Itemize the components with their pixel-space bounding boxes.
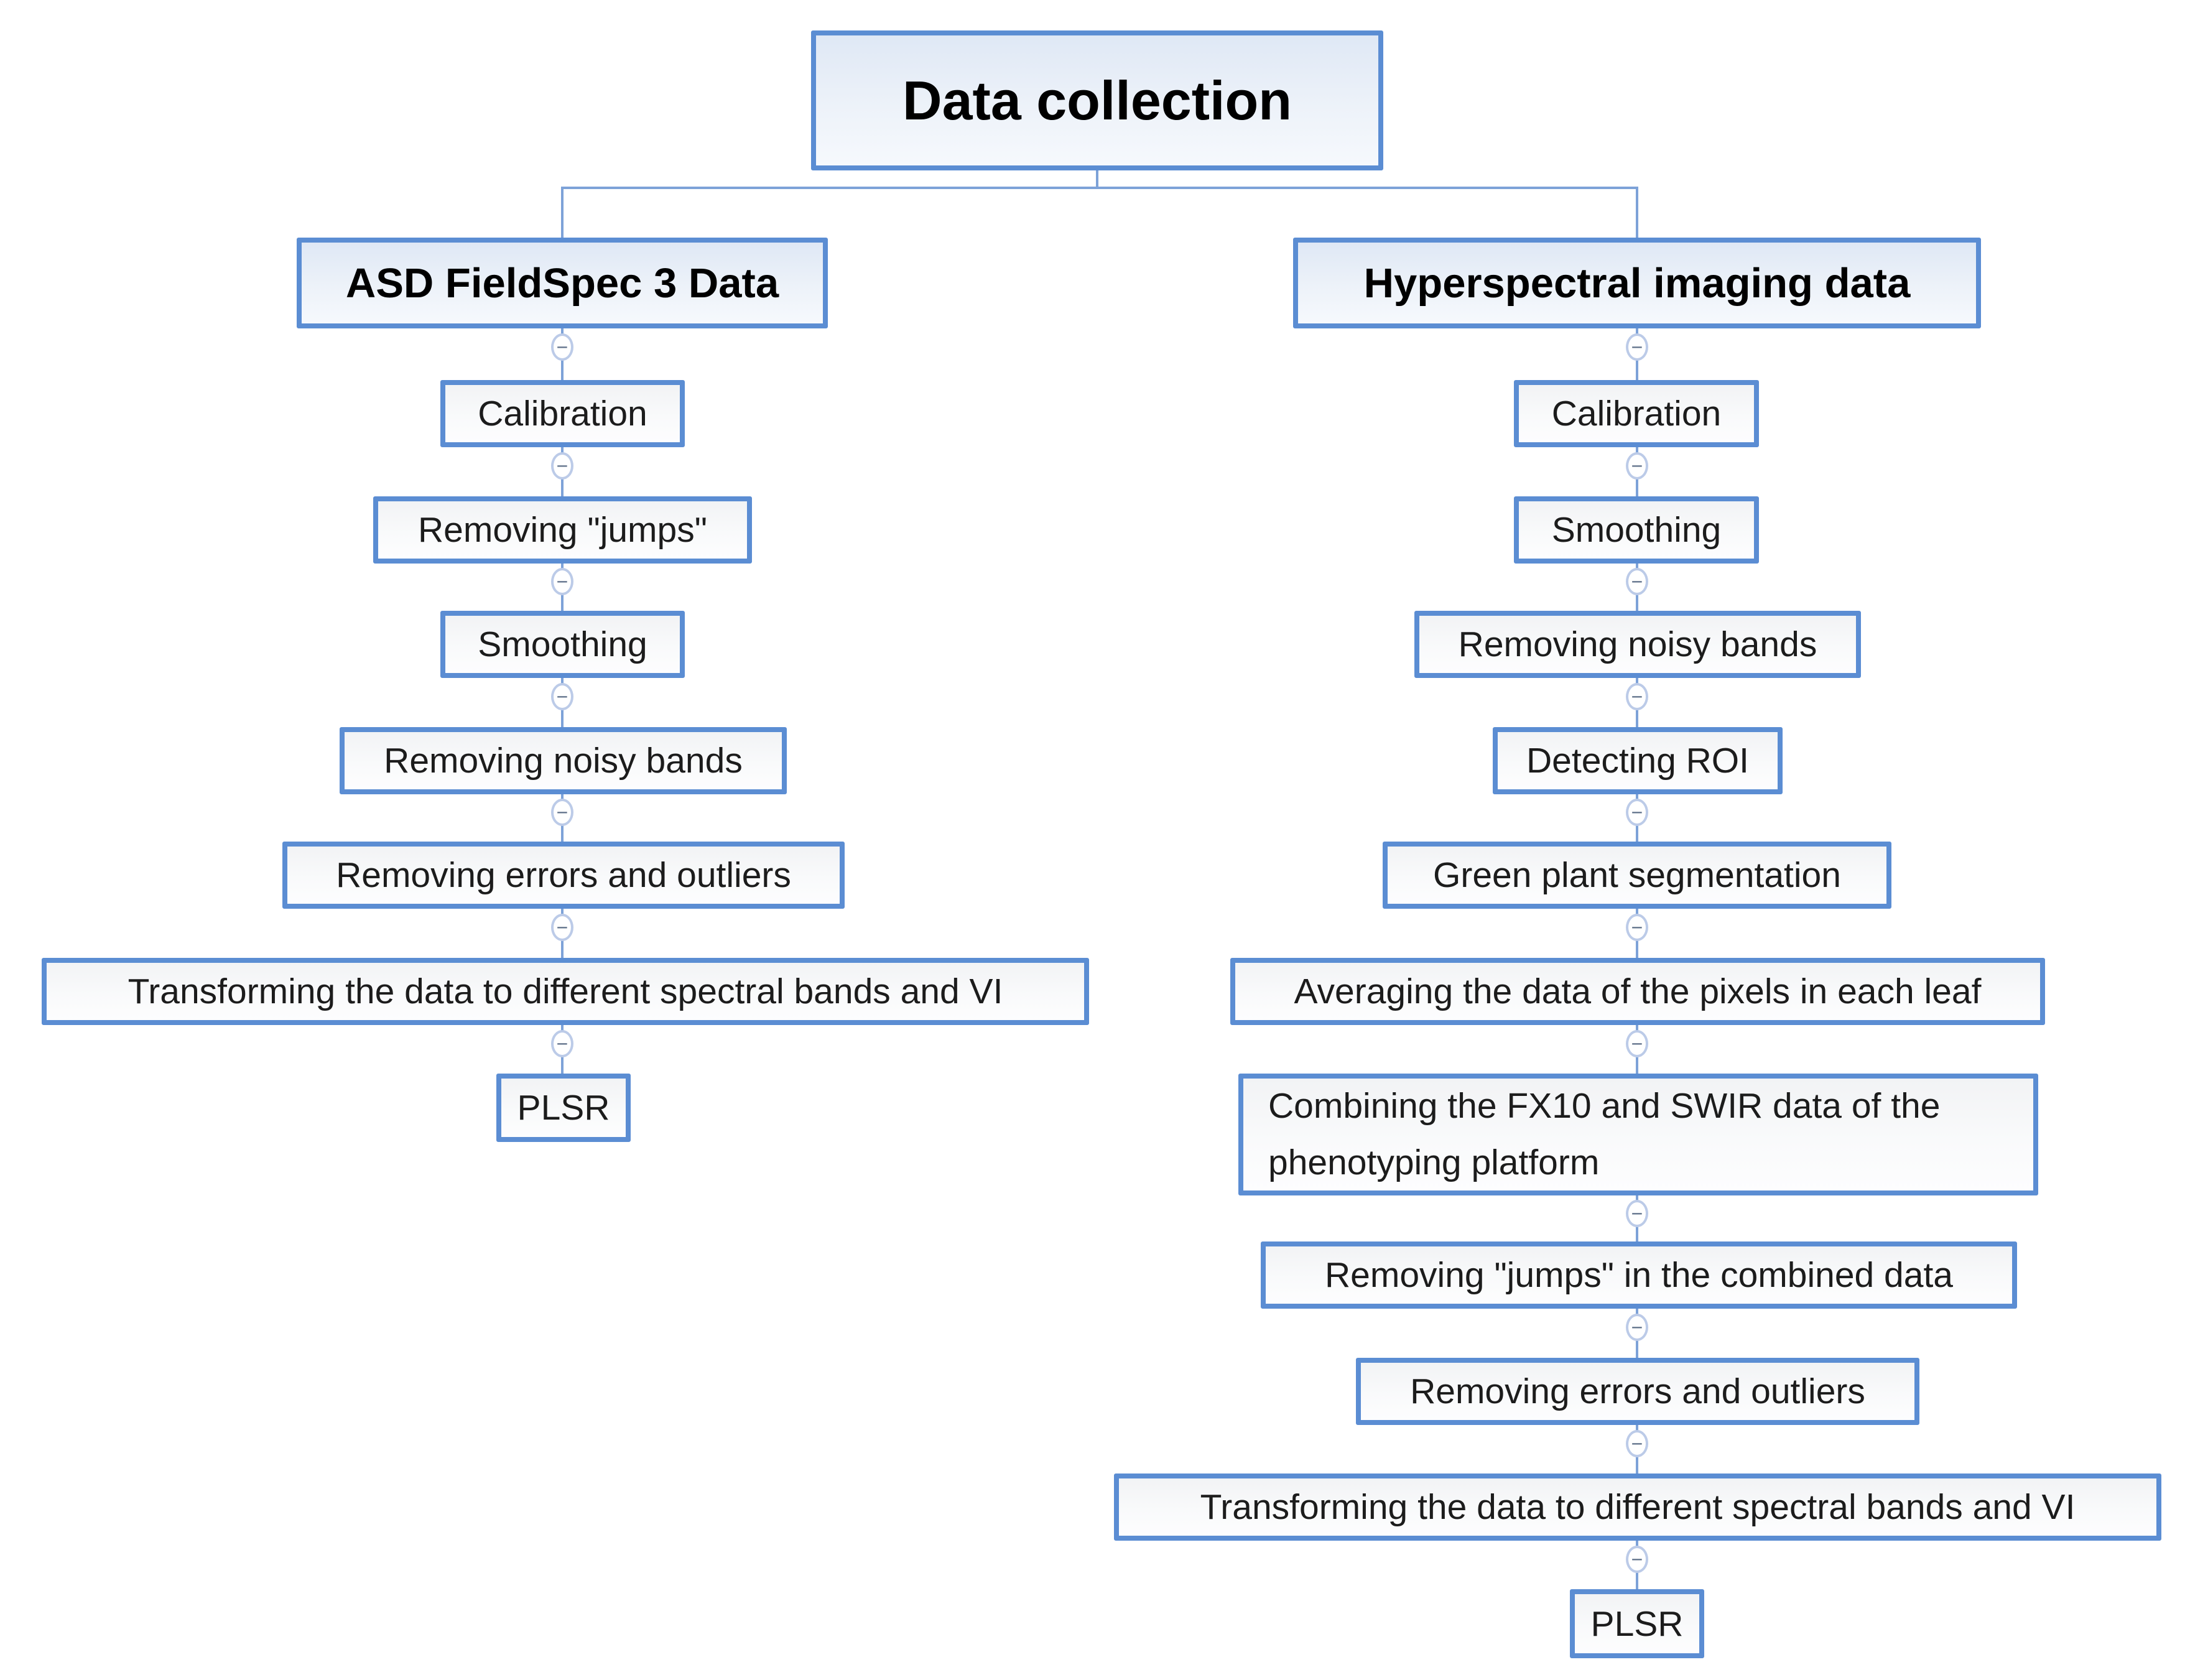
minus-icon: − — [556, 336, 568, 358]
minus-icon: − — [556, 801, 568, 824]
collapse-toggle-icon[interactable]: − — [1626, 1314, 1648, 1341]
minus-icon: − — [556, 1033, 568, 1055]
node-hsi-removing-errors-outliers: Removing errors and outliers — [1356, 1358, 1919, 1425]
connector-line — [561, 187, 1638, 189]
minus-icon: − — [1631, 1202, 1643, 1225]
minus-icon: − — [1631, 1033, 1643, 1055]
collapse-toggle-icon[interactable]: − — [551, 914, 573, 941]
node-hsi-green-plant-segmentation: Green plant segmentation — [1383, 842, 1891, 909]
collapse-toggle-icon[interactable]: − — [1626, 1030, 1648, 1057]
step-label: Removing noisy bands — [1458, 624, 1817, 664]
minus-icon: − — [1631, 570, 1643, 593]
minus-icon: − — [1631, 1548, 1643, 1571]
node-hyperspectral-header-label: Hyperspectral imaging data — [1363, 259, 1911, 307]
step-label: Combining the FX10 and SWIR data of the … — [1268, 1085, 1941, 1182]
collapse-toggle-icon[interactable]: − — [551, 333, 573, 361]
node-hyperspectral-header: Hyperspectral imaging data — [1293, 238, 1981, 328]
collapse-toggle-icon[interactable]: − — [551, 683, 573, 710]
step-label: Smoothing — [478, 624, 647, 664]
minus-icon: − — [556, 916, 568, 939]
connector-line — [561, 187, 564, 239]
minus-icon: − — [556, 570, 568, 593]
node-asd-smoothing: Smoothing — [440, 611, 685, 678]
node-asd-removing-jumps: Removing "jumps" — [373, 496, 752, 564]
minus-icon: − — [1631, 916, 1643, 939]
minus-icon: − — [1631, 685, 1643, 708]
node-hsi-detecting-roi: Detecting ROI — [1493, 727, 1783, 794]
collapse-toggle-icon[interactable]: − — [1626, 333, 1648, 361]
node-hsi-removing-jumps-combined: Removing "jumps" in the combined data — [1261, 1241, 2017, 1309]
node-data-collection-label: Data collection — [902, 69, 1292, 131]
collapse-toggle-icon[interactable]: − — [551, 1030, 573, 1057]
collapse-toggle-icon[interactable]: − — [1626, 1546, 1648, 1573]
step-label: Averaging the data of the pixels in each… — [1294, 972, 1982, 1011]
collapse-toggle-icon[interactable]: − — [1626, 1200, 1648, 1227]
step-label: PLSR — [517, 1088, 610, 1128]
node-hsi-averaging-pixels: Averaging the data of the pixels in each… — [1230, 958, 2045, 1025]
collapse-toggle-icon[interactable]: − — [1626, 683, 1648, 710]
minus-icon: − — [1631, 455, 1643, 477]
collapse-toggle-icon[interactable]: − — [551, 799, 573, 826]
step-label: Removing errors and outliers — [336, 855, 791, 895]
collapse-toggle-icon[interactable]: − — [551, 452, 573, 480]
node-hsi-smoothing: Smoothing — [1514, 496, 1759, 564]
collapse-toggle-icon[interactable]: − — [1626, 914, 1648, 941]
node-asd-transforming-bands-vi: Transforming the data to different spect… — [42, 958, 1089, 1025]
minus-icon: − — [1631, 336, 1643, 358]
connector-line — [1636, 187, 1638, 239]
step-label: Removing "jumps" — [418, 510, 707, 550]
step-label: Removing noisy bands — [384, 741, 743, 781]
collapse-toggle-icon[interactable]: − — [1626, 452, 1648, 480]
step-label: Detecting ROI — [1526, 741, 1749, 781]
step-label: Green plant segmentation — [1433, 855, 1841, 895]
node-hsi-calibration: Calibration — [1514, 380, 1759, 447]
step-label: Removing errors and outliers — [1410, 1371, 1865, 1411]
node-hsi-transforming-bands-vi: Transforming the data to different spect… — [1114, 1473, 2161, 1541]
step-label: Transforming the data to different spect… — [1200, 1487, 2076, 1527]
collapse-toggle-icon[interactable]: − — [551, 568, 573, 595]
minus-icon: − — [1631, 801, 1643, 824]
node-hsi-combining-fx10-swir: Combining the FX10 and SWIR data of the … — [1238, 1074, 2038, 1195]
collapse-toggle-icon[interactable]: − — [1626, 568, 1648, 595]
minus-icon: − — [556, 455, 568, 477]
minus-icon: − — [1631, 1432, 1643, 1455]
node-asd-fieldspec-header: ASD FieldSpec 3 Data — [297, 238, 828, 328]
minus-icon: − — [556, 685, 568, 708]
node-asd-removing-errors-outliers: Removing errors and outliers — [282, 842, 845, 909]
step-label: Calibration — [478, 394, 647, 434]
node-data-collection: Data collection — [811, 30, 1383, 170]
node-asd-fieldspec-header-label: ASD FieldSpec 3 Data — [345, 259, 779, 307]
step-label: Transforming the data to different spect… — [128, 972, 1003, 1011]
step-label: Removing "jumps" in the combined data — [1325, 1255, 1953, 1295]
collapse-toggle-icon[interactable]: − — [1626, 799, 1648, 826]
node-hsi-plsr: PLSR — [1570, 1589, 1704, 1658]
node-hsi-removing-noisy-bands: Removing noisy bands — [1414, 611, 1861, 678]
node-asd-plsr: PLSR — [496, 1074, 631, 1142]
collapse-toggle-icon[interactable]: − — [1626, 1430, 1648, 1457]
node-asd-removing-noisy-bands: Removing noisy bands — [340, 727, 787, 794]
step-label: Smoothing — [1551, 510, 1722, 550]
step-label: PLSR — [1590, 1603, 1684, 1644]
step-label: Calibration — [1551, 394, 1722, 434]
node-asd-calibration: Calibration — [440, 380, 685, 447]
connector-line — [1096, 170, 1098, 189]
minus-icon: − — [1631, 1316, 1643, 1339]
